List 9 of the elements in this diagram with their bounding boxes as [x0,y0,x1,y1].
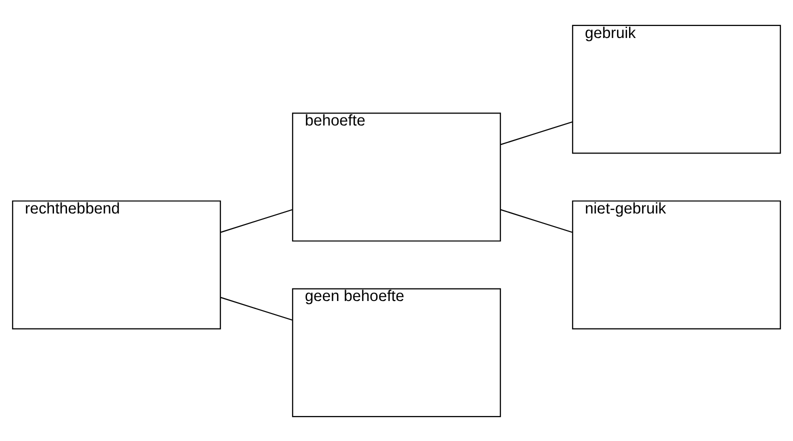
connector [220,296,293,320]
node-box: behoefte [292,112,501,242]
node-box: rechthebbend [12,200,221,329]
connector [500,208,573,232]
node-box: geen behoefte [292,288,501,417]
connector [500,120,573,145]
node-box: niet-gebruik [572,200,781,329]
connector [220,208,293,232]
node-box: gebruik [572,24,781,154]
